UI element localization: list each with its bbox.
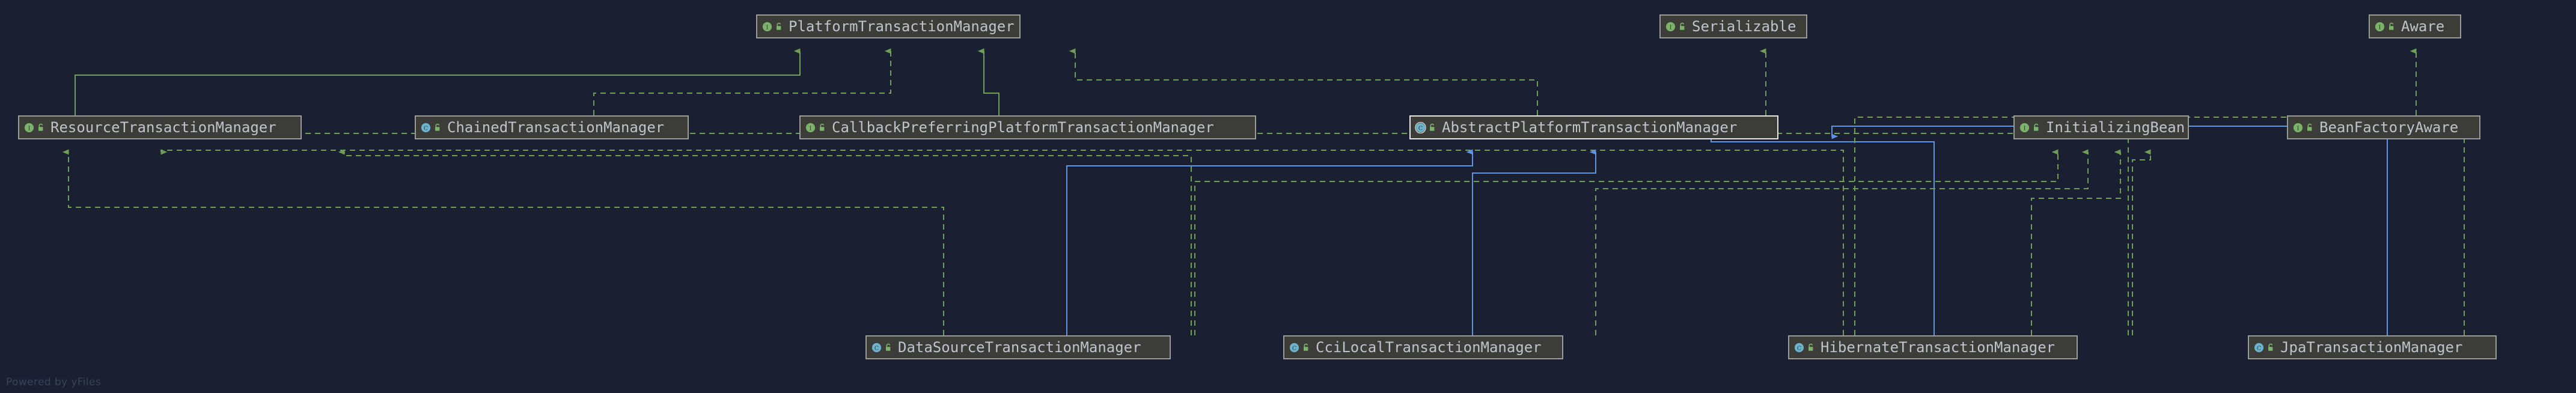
node-icon-group: I xyxy=(1665,21,1686,32)
node-label: ResourceTransactionManager xyxy=(50,119,276,136)
node-label: Serializable xyxy=(1692,18,1796,35)
class-icon: C xyxy=(420,122,432,133)
node-label: AbstractPlatformTransactionManager xyxy=(1442,119,1738,136)
node-CciLocalTransactionManager[interactable]: C CciLocalTransactionManager xyxy=(1283,335,1563,359)
unlocked-padlock-icon xyxy=(775,22,783,31)
edge-HibernateTransactionManager-to-AbstractPlatformTransactionManager[interactable] xyxy=(1705,133,1935,335)
node-label: HibernateTransactionManager xyxy=(1821,339,2056,356)
svg-text:I: I xyxy=(2297,125,2300,132)
node-label: ChainedTransactionManager xyxy=(447,119,665,136)
interface-icon: I xyxy=(23,122,35,133)
svg-text:I: I xyxy=(1670,24,1672,31)
edge-CallbackPreferringPlatformTransactionManager-to-PlatformTransactionManager[interactable] xyxy=(977,48,1000,115)
svg-text:I: I xyxy=(2379,24,2381,31)
yfiles-watermark: Powered by yFiles xyxy=(6,376,102,388)
unlocked-padlock-icon xyxy=(433,123,442,132)
edge-ResourceTransactionManager-to-PlatformTransactionManager[interactable] xyxy=(75,48,801,115)
unlocked-padlock-icon xyxy=(884,343,893,352)
node-label: InitializingBean xyxy=(2046,119,2185,136)
svg-text:C: C xyxy=(1797,345,1801,352)
node-icon-group: C xyxy=(420,122,442,133)
abstract-class-icon: C xyxy=(1415,121,1426,133)
svg-text:C: C xyxy=(1418,125,1423,132)
node-ChainedTransactionManager[interactable]: C ChainedTransactionManager xyxy=(415,115,689,139)
svg-text:I: I xyxy=(28,125,31,132)
class-icon: C xyxy=(1793,342,1805,353)
node-label: CallbackPreferringPlatformTransactionMan… xyxy=(832,119,1214,136)
node-DataSourceTransactionManager[interactable]: C DataSourceTransactionManager xyxy=(865,335,1171,359)
edge-CciLocalTransactionManager-to-AbstractPlatformTransactionManager[interactable] xyxy=(1472,149,1596,335)
node-icon-group: C xyxy=(2253,342,2275,353)
svg-text:C: C xyxy=(874,345,879,352)
node-InitializingBean[interactable]: I InitializingBean xyxy=(2013,115,2189,139)
node-HibernateTransactionManager[interactable]: C HibernateTransactionManager xyxy=(1788,335,2078,359)
edge-DataSourceTransactionManager-to-ResourceTransactionManager[interactable] xyxy=(62,149,944,335)
unlocked-padlock-icon xyxy=(1428,123,1436,132)
unlocked-padlock-icon xyxy=(2306,123,2314,132)
edge-JpaTransactionManager-to-ResourceTransactionManager[interactable] xyxy=(251,133,2129,335)
class-icon: C xyxy=(1289,342,1300,353)
node-label: DataSourceTransactionManager xyxy=(898,339,1141,356)
edge-JpaTransactionManager-to-BeanFactoryAware[interactable] xyxy=(2458,117,2465,335)
node-icon-group: C xyxy=(1415,121,1436,133)
interface-icon: I xyxy=(2292,122,2304,133)
edge-ChainedTransactionManager-to-PlatformTransactionManager[interactable] xyxy=(593,48,891,115)
node-icon-group: I xyxy=(762,21,783,32)
node-icon-group: I xyxy=(805,122,826,133)
unlocked-padlock-icon xyxy=(818,123,826,132)
node-CallbackPreferringPlatformTransactionManager[interactable]: I CallbackPreferringPlatformTransactionMa… xyxy=(799,115,1256,139)
node-icon-group: C xyxy=(1289,342,1310,353)
node-Serializable[interactable]: I Serializable xyxy=(1659,14,1807,38)
interface-icon: I xyxy=(762,21,773,32)
interface-icon: I xyxy=(2374,21,2385,32)
node-AbstractPlatformTransactionManager[interactable]: C AbstractPlatformTransactionManager xyxy=(1409,115,1778,139)
edge-CciLocalTransactionManager-to-InitializingBean[interactable] xyxy=(1595,149,2089,335)
node-label: BeanFactoryAware xyxy=(2319,119,2459,136)
node-PlatformTransactionManager[interactable]: I PlatformTransactionManager xyxy=(756,14,1021,38)
unlocked-padlock-icon xyxy=(1807,343,1815,352)
edge-HibernateTransactionManager-to-BeanFactoryAware[interactable] xyxy=(1854,117,2341,335)
node-JpaTransactionManager[interactable]: C JpaTransactionManager xyxy=(2248,335,2497,359)
unlocked-padlock-icon xyxy=(1678,22,1686,31)
node-label: PlatformTransactionManager xyxy=(789,18,1015,35)
class-icon: C xyxy=(871,342,882,353)
edge-CciLocalTransactionManager-to-ResourceTransactionManager[interactable] xyxy=(338,149,1192,335)
edge-HibernateTransactionManager-to-ResourceTransactionManager[interactable] xyxy=(160,149,1844,335)
unlocked-padlock-icon xyxy=(1302,343,1310,352)
interface-icon: I xyxy=(1665,21,1676,32)
unlocked-padlock-icon xyxy=(2266,343,2275,352)
node-label: CciLocalTransactionManager xyxy=(1316,339,1542,356)
node-icon-group: I xyxy=(23,122,45,133)
unlocked-padlock-icon xyxy=(2032,123,2040,132)
interface-icon: I xyxy=(2019,122,2030,133)
node-label: Aware xyxy=(2401,18,2445,35)
svg-text:I: I xyxy=(2024,125,2026,132)
node-BeanFactoryAware[interactable]: I BeanFactoryAware xyxy=(2287,115,2480,139)
interface-icon: I xyxy=(805,122,816,133)
node-icon-group: I xyxy=(2019,122,2040,133)
svg-text:I: I xyxy=(766,24,769,31)
node-Aware[interactable]: I Aware xyxy=(2369,14,2461,38)
node-icon-group: I xyxy=(2374,21,2396,32)
node-icon-group: C xyxy=(871,342,893,353)
node-icon-group: I xyxy=(2292,122,2314,133)
unlocked-padlock-icon xyxy=(37,123,45,132)
unlocked-padlock-icon xyxy=(2387,22,2396,31)
node-label: JpaTransactionManager xyxy=(2280,339,2463,356)
svg-text:C: C xyxy=(424,125,428,132)
node-ResourceTransactionManager[interactable]: I ResourceTransactionManager xyxy=(18,115,302,139)
edge-JpaTransactionManager-to-AbstractPlatformTransactionManager[interactable] xyxy=(1831,126,2388,335)
edge-JpaTransactionManager-to-InitializingBean[interactable] xyxy=(2132,149,2151,335)
svg-text:I: I xyxy=(810,125,812,132)
class-icon: C xyxy=(2253,342,2265,353)
svg-text:C: C xyxy=(2257,345,2261,352)
edge-HibernateTransactionManager-to-InitializingBean[interactable] xyxy=(2031,149,2121,335)
edge-DataSourceTransactionManager-to-InitializingBean[interactable] xyxy=(1194,149,2059,335)
edge-DataSourceTransactionManager-to-AbstractPlatformTransactionManager[interactable] xyxy=(1066,149,1473,335)
node-icon-group: C xyxy=(1793,342,1815,353)
edge-AbstractPlatformTransactionManager-to-PlatformTransactionManager[interactable] xyxy=(1069,48,1538,115)
svg-text:C: C xyxy=(1292,345,1296,352)
